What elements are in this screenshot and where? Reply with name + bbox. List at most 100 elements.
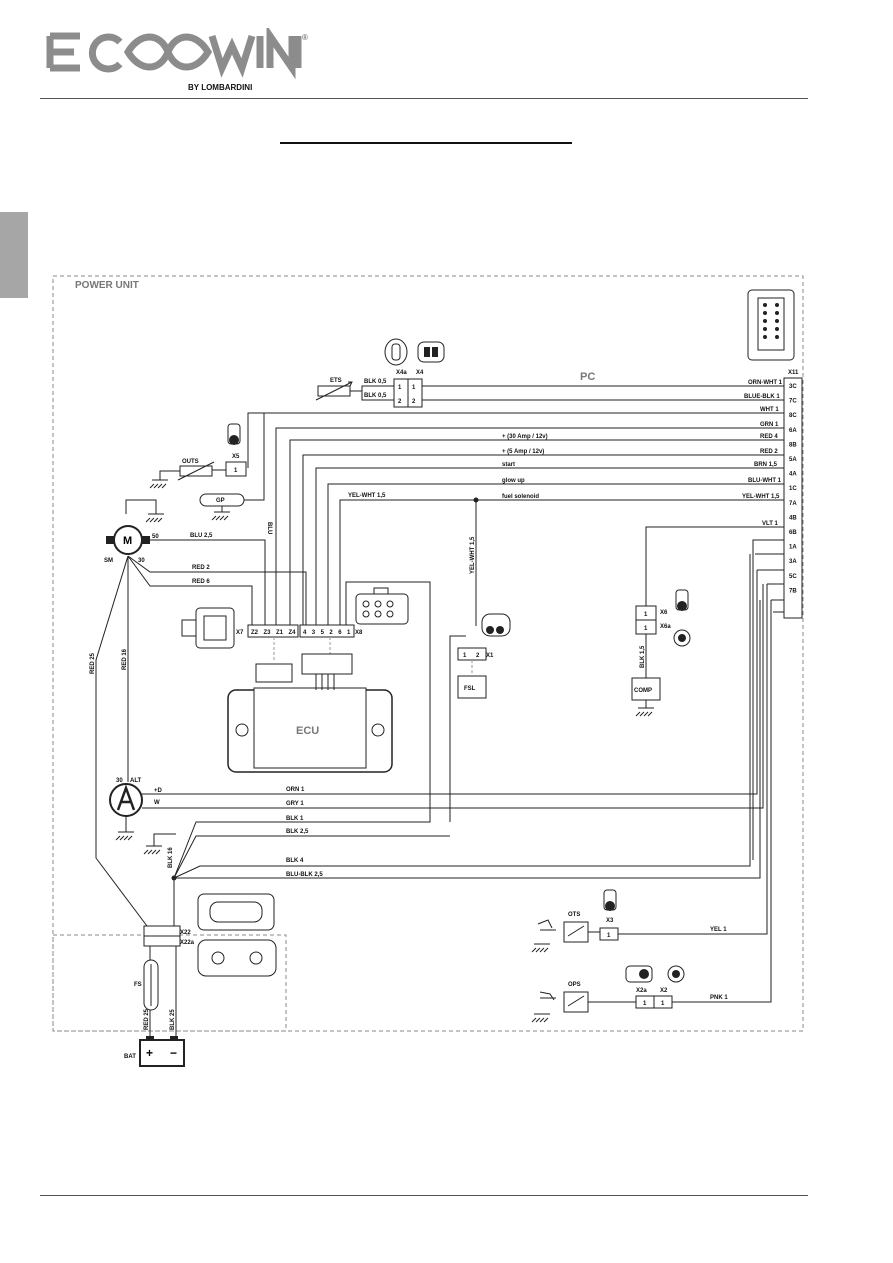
pc-wires <box>247 385 784 860</box>
sm-red6: RED 6 <box>192 579 210 585</box>
x8-block <box>299 624 355 638</box>
power-unit-border <box>52 275 804 1032</box>
x2a-label: X2a <box>636 988 647 994</box>
ots-ground-icon <box>531 943 550 953</box>
pc-pin-5C: 5C <box>789 574 797 580</box>
ops-connector-icon <box>625 965 685 983</box>
outs-label: OUTS <box>182 459 199 465</box>
x2-pin: 1 <box>661 1001 665 1007</box>
x6-label: X6 <box>660 610 668 616</box>
x6a-label: X6a <box>660 624 671 630</box>
x22-label: X22 <box>180 930 191 936</box>
x7-label: X7 <box>236 630 244 636</box>
pc-label: PC <box>580 371 595 383</box>
ops-wire: PNK 1 <box>710 995 728 1001</box>
x3-label: X3 <box>606 918 614 924</box>
sm-ground-icon <box>125 499 164 523</box>
gp-ground-icon <box>211 511 230 521</box>
ots-connector-icon <box>603 889 617 911</box>
label-5amp: + (5 Amp / 12v) <box>502 449 544 455</box>
logo-sub: BY LOMBARDINI <box>188 83 252 92</box>
x8-pin-2: 2 <box>329 630 333 636</box>
pc-pin-5A: 5A <box>789 457 797 463</box>
ops-label: OPS <box>568 982 581 988</box>
comp-wire: BLK 1,5 <box>640 645 646 668</box>
x2a-pin: 1 <box>643 1001 647 1007</box>
pc-pin-8B: 8B <box>789 442 797 448</box>
alt-label: ALT <box>130 778 142 784</box>
alt-wire-blk1: BLK 1 <box>286 816 304 822</box>
pc-pin-7B: 7B <box>789 588 797 594</box>
title-rule <box>280 142 572 144</box>
x3-pin: 1 <box>607 933 611 939</box>
wire-label-grn: GRN 1 <box>760 422 779 428</box>
x8-pin-1: 1 <box>347 630 351 636</box>
alternator-icon <box>109 783 143 817</box>
red25-label: RED 25 <box>90 652 96 674</box>
x4-connector-icon <box>384 338 445 366</box>
x7-connector-icon <box>181 607 235 649</box>
blk16-label: BLK 16 <box>168 847 174 868</box>
fs-label: FS <box>134 982 142 988</box>
x4a-pin1: 1 <box>398 385 402 391</box>
x8-pin-3: 3 <box>312 630 316 636</box>
sm-blu: BLU 2,5 <box>190 533 213 539</box>
x7-pin-Z1: Z1 <box>276 630 284 636</box>
label-30amp: + (30 Amp / 12v) <box>502 434 548 440</box>
ots-label: OTS <box>568 912 580 918</box>
x5-block <box>225 461 247 477</box>
bat-minus: − <box>170 1046 177 1060</box>
x7-pin-Z3: Z3 <box>264 630 272 636</box>
x2-label: X2 <box>660 988 668 994</box>
ots-sensor-icon <box>537 919 589 943</box>
x1-connector-icon <box>481 613 511 637</box>
pc-pin-3C: 3C <box>789 384 797 390</box>
gp-wire: BLU <box>266 522 272 534</box>
ets-wire2: BLK 0,5 <box>364 393 387 399</box>
gp-label: GP <box>216 498 225 504</box>
x7-pin-Z4: Z4 <box>289 630 297 636</box>
fsl-label: FSL <box>464 686 476 692</box>
x22-block <box>143 925 181 937</box>
header-rule <box>40 98 808 99</box>
x4-block <box>407 378 423 408</box>
pc-pin-3A: 3A <box>789 559 797 565</box>
side-tab <box>0 212 28 298</box>
ets-wire1: BLK 0,5 <box>364 379 387 385</box>
pc-terminal-block <box>783 377 803 619</box>
ets-label: ETS <box>330 378 342 384</box>
x6-connector-icon <box>673 589 691 647</box>
sm-red2: RED 2 <box>192 565 210 571</box>
ground-icon <box>149 479 168 489</box>
x6a-pin: 1 <box>644 626 648 632</box>
ops-ground-icon <box>531 1013 550 1023</box>
label-yel-wht-left: YEL-WHT 1,5 <box>348 493 386 499</box>
fs-red: RED 25 <box>144 1008 150 1030</box>
x6-pin: 1 <box>644 612 648 618</box>
pc-pin-6B: 6B <box>789 530 797 536</box>
x8-connector-icon <box>355 587 409 625</box>
x5-label: X5 <box>232 454 240 460</box>
x8-pin-6: 6 <box>338 630 342 636</box>
x4a-pin2: 2 <box>398 399 402 405</box>
sm-m: M <box>123 535 132 547</box>
pc-pin-7C: 7C <box>789 399 797 405</box>
x1-wire: YEL-WHT 1,5 <box>470 536 476 574</box>
alt-w: W <box>154 800 160 806</box>
pc-pin-1A: 1A <box>789 545 797 551</box>
x4a-label: X4a <box>396 370 407 376</box>
pc-pin-8C: 8C <box>789 413 797 419</box>
battery-icon <box>139 1036 185 1067</box>
alt-wire-blu-blk: BLU-BLK 2,5 <box>286 872 323 878</box>
ots-wire: YEL 1 <box>710 927 727 933</box>
alt-wire-gry: GRY 1 <box>286 801 304 807</box>
x4-pin2: 2 <box>412 399 416 405</box>
alt-wire-blk25: BLK 2,5 <box>286 829 309 835</box>
alt-ground-icon <box>115 816 134 841</box>
ecu-icon <box>227 653 393 773</box>
ops-sensor-icon <box>539 991 589 1013</box>
x8-label: X8 <box>355 630 363 636</box>
